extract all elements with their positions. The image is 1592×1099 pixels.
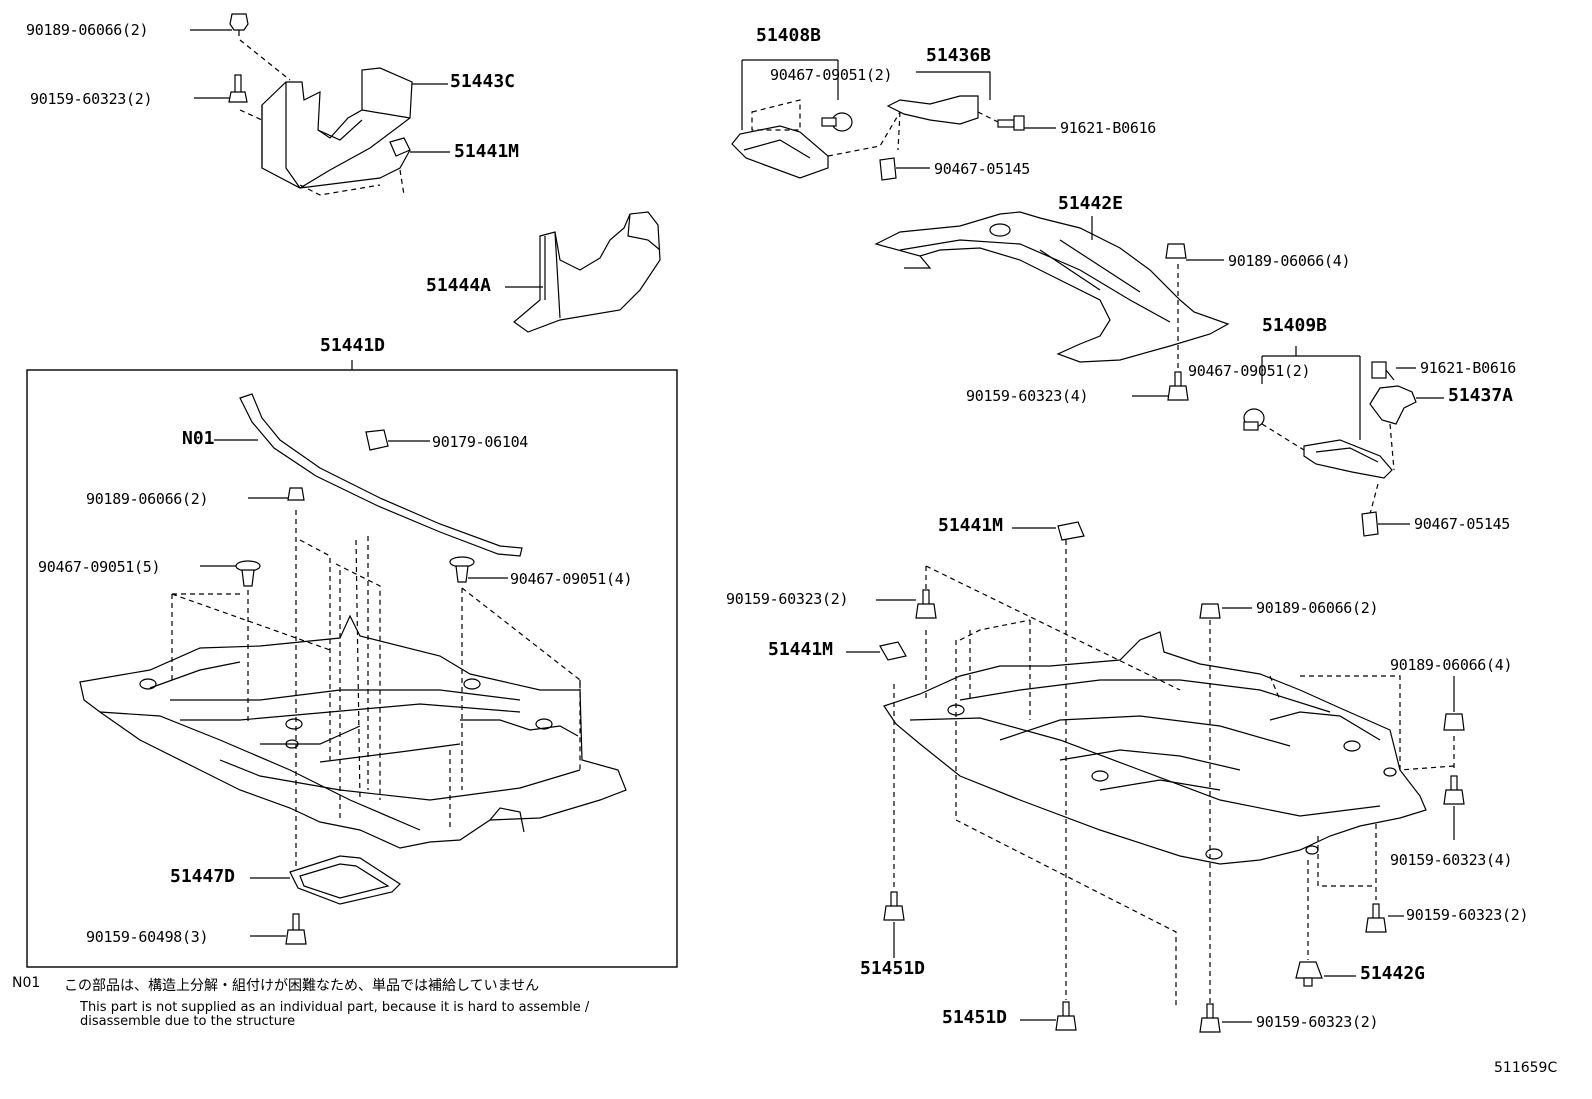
part-51447D-plate — [289, 855, 401, 905]
label-91621-B0616: 91621-B0616 — [1060, 119, 1157, 137]
bolt-91621-B0616-a — [997, 115, 1025, 131]
bolt-51451D-b — [1055, 1001, 1077, 1031]
dash-guides-right — [893, 540, 1455, 1006]
label-90467-05145: 90467-05145 — [1414, 515, 1511, 533]
label-51441M: 51441M — [454, 141, 520, 162]
label-90179-06104: 90179-06104 — [432, 433, 529, 451]
part-51444A-shield — [513, 211, 661, 333]
bolt-51451D-a — [883, 891, 905, 921]
label-51441D: 51441D — [320, 335, 386, 356]
label-90189-06066-2: 90189-06066(2) — [1256, 599, 1379, 617]
part-51409B-brace — [1303, 439, 1393, 479]
bolt-90159-60323-a — [228, 74, 248, 103]
label-91621-B0616: 91621-B0616 — [1420, 359, 1517, 377]
clip-90189-06066-a — [229, 13, 249, 36]
label-90189-06066-2: 90189-06066(2) — [26, 21, 149, 39]
label-51443C: 51443C — [450, 71, 516, 92]
bolt-90159-60323-e — [1365, 903, 1387, 933]
label-51436B: 51436B — [926, 45, 992, 66]
label-90159-60323-2: 90159-60323(2) — [1406, 906, 1529, 924]
bolt-90159-60498 — [285, 913, 307, 945]
label-51442E: 51442E — [1058, 193, 1124, 214]
nut-51441M-a — [389, 137, 411, 157]
note-code: N01 — [12, 975, 41, 991]
part-51437A — [1369, 385, 1417, 425]
label-51451D: 51451D — [942, 1007, 1008, 1028]
nut-51441M-c — [879, 641, 907, 661]
label-51409B: 51409B — [1262, 315, 1328, 336]
pin-90467-09051-4 — [449, 556, 475, 583]
label-90189-06066-2: 90189-06066(2) — [86, 490, 209, 508]
label-N01: N01 — [182, 428, 215, 449]
clip-90189-06066-b — [287, 487, 305, 501]
nut-51441M-b — [1057, 521, 1085, 541]
note-english-line2: disassemble due to the structure — [80, 1014, 296, 1029]
label-51408B: 51408B — [756, 25, 822, 46]
nut-90179-06104 — [365, 429, 389, 451]
label-90159-60323-4: 90159-60323(4) — [966, 387, 1089, 405]
label-51451D: 51451D — [860, 958, 926, 979]
bracket-51408B — [741, 59, 839, 130]
clip-90189-06066-e — [1443, 713, 1465, 731]
bolt-90159-60323-f — [1199, 1003, 1221, 1033]
label-90159-60323-2: 90159-60323(2) — [1256, 1013, 1379, 1031]
nut-90467-05145-b — [1361, 511, 1379, 537]
label-51442G: 51442G — [1360, 963, 1426, 984]
note-japanese: この部品は、構造上分解・組付けが困難なため、単品では補給していません — [64, 978, 540, 994]
pin-90467-09051-2-b — [1243, 408, 1265, 431]
part-51442E-cover — [874, 211, 1230, 363]
label-90159-60323-2: 90159-60323(2) — [726, 590, 849, 608]
dash-guides-left — [171, 510, 581, 870]
part-undercover-right — [883, 631, 1427, 865]
part-51436B — [886, 95, 979, 125]
bolt-90159-60323-b — [1167, 371, 1189, 401]
clip-90189-06066-c — [1165, 243, 1187, 259]
illustration-number: 511659C — [1494, 1060, 1558, 1076]
clip-51442G — [1295, 961, 1323, 987]
label-90159-60323-2: 90159-60323(2) — [30, 90, 153, 108]
clip-90189-06066-d — [1199, 603, 1221, 619]
label-90467-09051-2: 90467-09051(2) — [770, 66, 893, 84]
label-90467-09051-5: 90467-09051(5) — [38, 558, 161, 576]
nut-90467-05145-a — [879, 157, 897, 181]
label-51447D: 51447D — [170, 866, 236, 887]
note-english-line1: This part is not supplied as an individu… — [80, 1000, 590, 1015]
pin-90467-09051-5 — [235, 560, 261, 587]
pin-90467-09051-2-a — [821, 112, 853, 132]
bracket-51436B — [916, 71, 991, 100]
part-N01-strap — [239, 393, 523, 557]
bracket-51409B — [1261, 346, 1361, 440]
label-90189-06066-4: 90189-06066(4) — [1390, 656, 1513, 674]
part-51443C-shield — [261, 67, 413, 189]
part-51408B-brace — [731, 125, 829, 179]
label-51437A: 51437A — [1448, 385, 1514, 406]
label-90467-05145: 90467-05145 — [934, 160, 1031, 178]
label-51444A: 51444A — [426, 275, 492, 296]
label-51441M: 51441M — [938, 515, 1004, 536]
bolt-90159-60323-c — [915, 589, 937, 619]
bolt-91621-B0616-b — [1371, 361, 1395, 381]
label-90189-06066-4: 90189-06066(4) — [1228, 252, 1351, 270]
dash-51443C — [239, 39, 405, 196]
label-90467-09051-4: 90467-09051(4) — [510, 570, 633, 588]
label-51441M: 51441M — [768, 639, 834, 660]
part-undercover-left — [79, 614, 627, 849]
label-90467-09051-2: 90467-09051(2) — [1188, 362, 1311, 380]
bolt-90159-60323-d — [1443, 775, 1465, 805]
label-90159-60498-3: 90159-60498(3) — [86, 928, 209, 946]
label-90159-60323-4: 90159-60323(4) — [1390, 851, 1513, 869]
